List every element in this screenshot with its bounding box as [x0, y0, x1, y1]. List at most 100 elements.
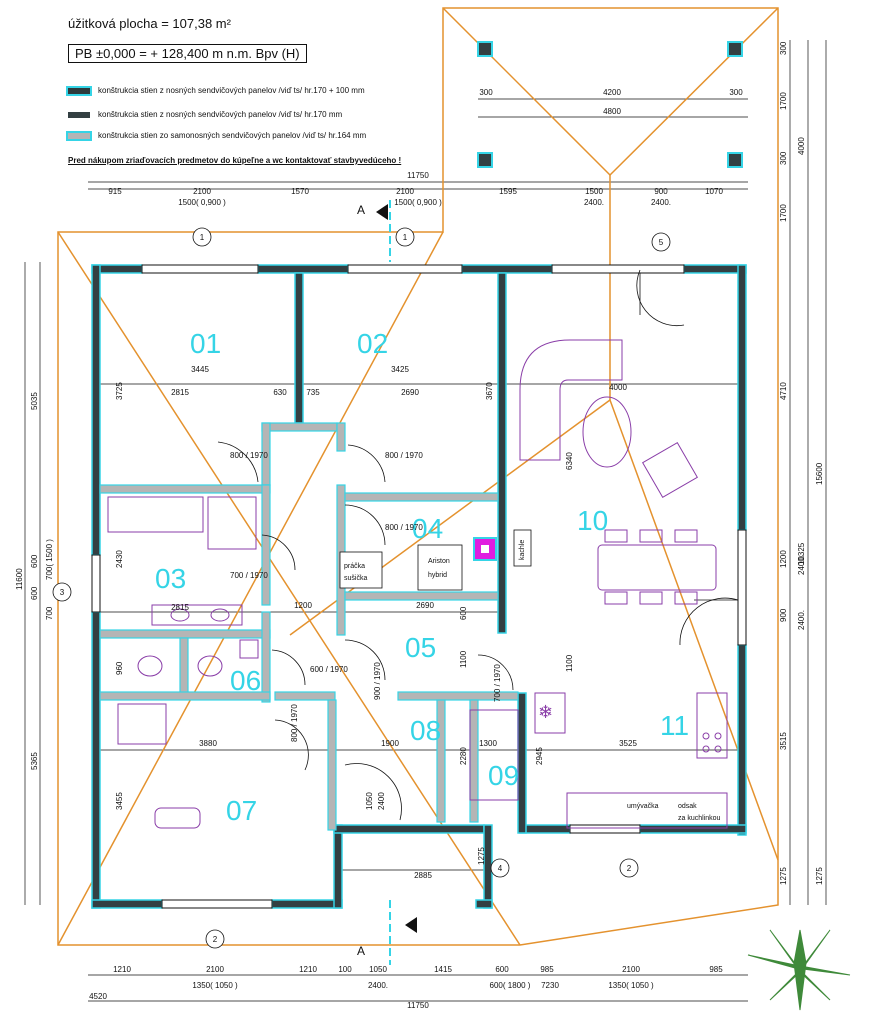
dim-text: 2400.	[368, 981, 388, 990]
dim-text: 2690	[416, 601, 434, 610]
dim-text: 1050	[369, 965, 387, 974]
dim-text: 11750	[407, 171, 429, 180]
dim-text: 3455	[115, 792, 124, 810]
dim-text: 735	[306, 388, 320, 397]
dim-text: 6340	[565, 452, 574, 470]
partition-walls	[99, 422, 519, 831]
dim-text: 1275	[815, 867, 824, 885]
chimney-core	[481, 545, 489, 553]
axis-label: 3	[60, 588, 65, 597]
dim-text: 600	[30, 554, 39, 568]
appliances	[339, 529, 532, 591]
room-09-label: 09	[488, 760, 519, 791]
fireplace-box	[513, 529, 532, 567]
axis-label: 1	[403, 233, 408, 242]
dim-text: 2400.	[797, 555, 806, 575]
dim-text: 3425	[391, 365, 409, 374]
dim-text: 11750	[407, 1001, 429, 1010]
dim-text: 4000	[609, 383, 627, 392]
dim-text: 2400.	[797, 610, 806, 630]
dim-text: 600	[30, 586, 39, 600]
dim-text: 1350( 1050 )	[608, 981, 654, 990]
dim-text: 1050	[365, 792, 374, 810]
axis-label: 5	[659, 238, 664, 247]
dim-text: 600	[459, 606, 468, 620]
furniture	[107, 339, 728, 829]
section-markers: A A	[357, 200, 417, 965]
dim-text: 2815	[171, 603, 189, 612]
axis-markers	[52, 227, 671, 949]
dim-text: 1900	[381, 739, 399, 748]
room-05-label: 05	[405, 632, 436, 663]
legend-swatch	[66, 130, 92, 141]
dim-text: 985	[540, 965, 554, 974]
dim-text: 2400	[377, 792, 386, 810]
dim-text: 960	[115, 661, 124, 675]
dim-text: 600( 1800 )	[490, 981, 531, 990]
dim-text: 2400.	[584, 198, 604, 207]
dim-text: 2815	[171, 388, 189, 397]
dim-text: 1570	[291, 187, 309, 196]
dim-text: 2400.	[651, 198, 671, 207]
dim-text: 100	[338, 965, 352, 974]
dim-text: 1210	[113, 965, 131, 974]
dim-text: 2100	[622, 965, 640, 974]
dim-text: 2430	[115, 550, 124, 568]
dim-text: 700	[45, 606, 54, 620]
dim-text: 3515	[779, 732, 788, 750]
left-dimensions: 5035 11600 600 700( 1500 ) 600 700 5365	[15, 392, 54, 770]
dim-text: 10325	[797, 542, 806, 565]
windows	[91, 264, 747, 909]
legend-item-exterior-wall: konštrukcia stien z nosných sendvičových…	[66, 85, 365, 96]
legend-label: konštrukcia stien z nosných sendvičových…	[98, 86, 365, 95]
warning-note: Pred nákupom zriaďovacích predmetov do k…	[68, 156, 402, 165]
dim-text: 4520	[89, 992, 107, 1001]
dim-text: 1070	[705, 187, 723, 196]
dim-text: 1700	[779, 204, 788, 222]
door-label: 600 / 1970	[310, 665, 348, 674]
dim-text: 1500( 0,900 )	[178, 198, 226, 207]
roof-outline	[57, 7, 779, 946]
dim-text: 1300	[479, 739, 497, 748]
section-label-bottom: A	[357, 944, 365, 958]
room-03-label: 03	[155, 563, 186, 594]
heater-label-1: Ariston	[428, 558, 450, 565]
dim-text: 3880	[199, 739, 217, 748]
door-size-labels: 800 / 1970 800 / 1970 800 / 1970 700 / 1…	[230, 451, 502, 742]
dishwasher-label: umývačka	[627, 803, 659, 810]
dim-text: 5035	[30, 392, 39, 410]
dim-text: 1100	[565, 654, 574, 672]
inner-dimensions: 3445 3425 2815 630 735 2690 4000 2815 12…	[171, 365, 637, 880]
elevation-reference-label: PB ±0,000 = + 128,400 m n.m. Bpv (H)	[68, 44, 307, 63]
dim-text: 2885	[414, 871, 432, 880]
legend-item-partition-wall: konštrukcia stien zo samonosných sendvič…	[66, 130, 367, 141]
dim-text: 1500( 0,900 )	[394, 198, 442, 207]
usable-area-label: úžitková plocha = 107,38 m²	[68, 16, 231, 31]
dim-text: 1595	[499, 187, 517, 196]
dryer-label: sušička	[344, 575, 367, 582]
room-11-label: 11	[660, 710, 689, 741]
door-label: 800 / 1970	[385, 451, 423, 460]
legend-swatch	[68, 111, 90, 118]
dim-text: 1350( 1050 )	[192, 981, 238, 990]
room-06-label: 06	[230, 665, 261, 696]
dim-text: 1210	[299, 965, 317, 974]
legend-label: konštrukcia stien zo samonosných sendvič…	[98, 131, 367, 140]
axis-label: 4	[498, 864, 503, 873]
dim-text: 3725	[115, 382, 124, 400]
dim-text: 1100	[459, 650, 468, 668]
bottom-dimensions: 1210 2100 1210 100 1050 1415 600 985 210…	[89, 965, 723, 1010]
dim-text: 300	[729, 88, 743, 97]
door-swings	[217, 269, 739, 821]
dim-text: 1700	[779, 92, 788, 110]
right-dimensions: 300 1700 300 1700 4000 4710 15600 10325 …	[779, 41, 824, 885]
dim-text: 3525	[619, 739, 637, 748]
door-label: 700 / 1970	[230, 571, 268, 580]
dim-text: 2945	[535, 747, 544, 765]
dim-text: 3670	[485, 382, 494, 400]
room-07-label: 07	[226, 795, 257, 826]
room-04-label: 04	[412, 513, 443, 544]
door-label: 800 / 1970	[385, 523, 423, 532]
dim-text: 300	[479, 88, 493, 97]
